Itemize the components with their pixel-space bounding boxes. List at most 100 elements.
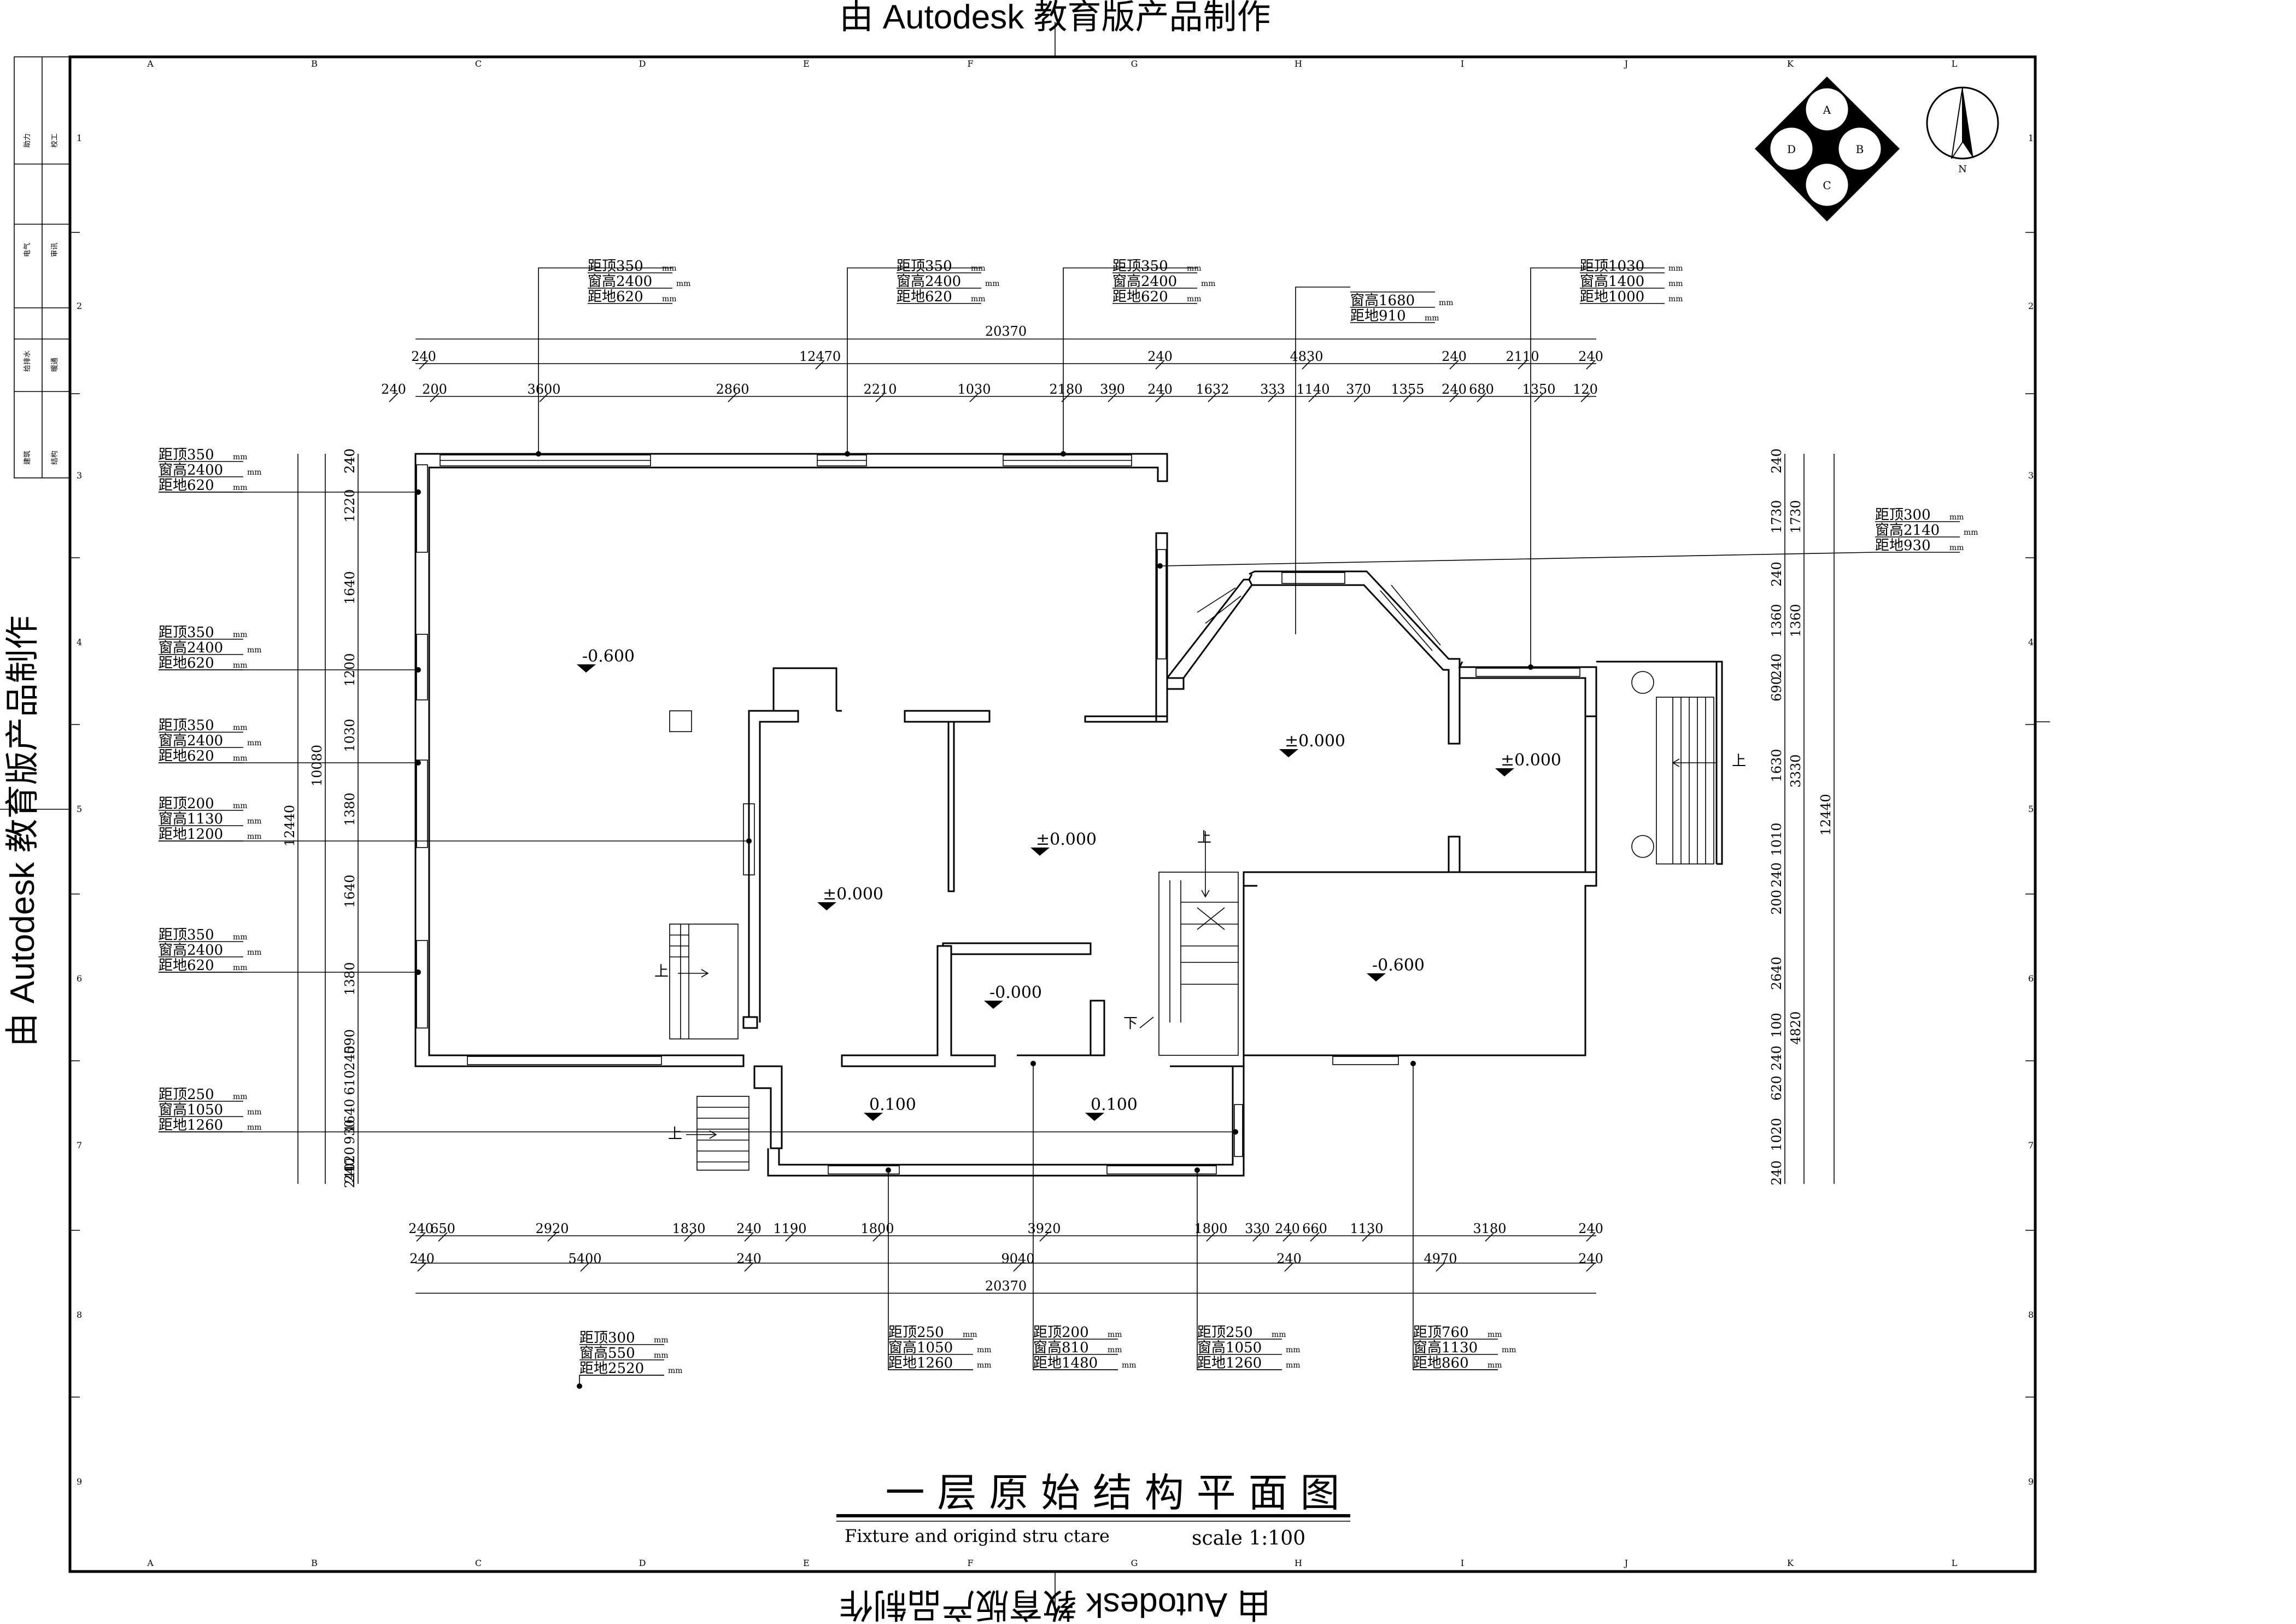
grid-letter: L	[1952, 1558, 1958, 1568]
dimension-label: 1350	[1522, 382, 1555, 397]
svg-text:mm: mm	[1668, 264, 1683, 273]
svg-text:mm: mm	[233, 802, 248, 810]
dimension-label: 1640	[342, 571, 358, 604]
north-arrow-icon: N	[1926, 86, 1999, 175]
svg-text:上: 上	[668, 1126, 682, 1142]
grid-letter: A	[147, 1558, 154, 1568]
svg-text:距地1480: 距地1480	[1033, 1355, 1098, 1371]
svg-text:mm: mm	[1949, 544, 1964, 552]
dimension-label: 240	[1442, 349, 1467, 364]
dimension-label: 240	[342, 1158, 358, 1183]
grid-letter: G	[1131, 59, 1138, 69]
svg-text:窗高1400: 窗高1400	[1580, 273, 1644, 290]
dimension-label: 690	[1769, 676, 1784, 702]
dimension-label: 240	[1578, 1251, 1603, 1266]
svg-text:mm: mm	[1201, 279, 1216, 288]
walls	[414, 453, 1723, 1177]
dimension-label: 1630	[1769, 749, 1784, 782]
dimension-label: 1830	[672, 1221, 705, 1236]
svg-text:mm: mm	[1108, 1346, 1122, 1354]
svg-text:mm: mm	[247, 948, 262, 957]
svg-text:上: 上	[1197, 829, 1211, 846]
grid-letter: L	[1952, 59, 1958, 69]
svg-text:mm: mm	[1668, 279, 1683, 288]
svg-text:上: 上	[654, 963, 669, 980]
svg-text:B: B	[1856, 143, 1864, 156]
dimension-label: 240	[1147, 382, 1173, 397]
grid-letter: F	[967, 59, 973, 69]
grid-letter: K	[1787, 59, 1794, 69]
dimension-label: 240	[381, 382, 406, 397]
grid-letter: J	[1624, 1558, 1628, 1568]
svg-text:C: C	[1823, 179, 1831, 192]
svg-text:距地1260: 距地1260	[159, 1117, 223, 1134]
svg-text:距顶250: 距顶250	[159, 1086, 214, 1103]
key-plan-icon: A B C D	[1755, 77, 1900, 221]
svg-text:窗高550: 窗高550	[579, 1345, 635, 1362]
svg-text:窗高2400: 窗高2400	[897, 273, 961, 290]
grid-letter: D	[639, 59, 646, 69]
dimension-label: 1140	[1296, 382, 1329, 397]
svg-text:窗高2400: 窗高2400	[159, 942, 223, 959]
dimension-label: 1010	[1769, 822, 1784, 856]
dimension-label: 100	[1769, 1013, 1784, 1038]
svg-text:给排水: 给排水	[24, 350, 32, 372]
grid-letter: H	[1295, 59, 1302, 69]
svg-text:距顶300: 距顶300	[1875, 507, 1931, 523]
grid-letter: G	[1131, 1558, 1138, 1568]
dimension-label: 20370	[985, 1278, 1027, 1294]
svg-text:mm: mm	[662, 295, 677, 303]
svg-text:窗高2140: 窗高2140	[1875, 522, 1940, 539]
svg-text:mm: mm	[1187, 295, 1202, 303]
svg-text:距地2520: 距地2520	[579, 1360, 644, 1377]
svg-text:mm: mm	[654, 1351, 669, 1360]
dimension-label: 3600	[527, 382, 560, 397]
grid-letter: F	[967, 1558, 973, 1568]
dimension-label: 20370	[985, 324, 1027, 339]
svg-text:距顶350: 距顶350	[159, 927, 214, 943]
level-mark: ±0.000	[1036, 830, 1097, 849]
grid-number: 6	[2028, 973, 2034, 984]
grid-number: 2	[2028, 301, 2034, 311]
dimension-label: 240	[1276, 1251, 1302, 1266]
dimension-label: 590	[342, 1029, 358, 1054]
dimension-label: 240	[408, 1221, 434, 1236]
dimension-label: 2920	[535, 1221, 569, 1236]
dimension-label: 680	[1469, 382, 1494, 397]
svg-text:距顶350: 距顶350	[159, 447, 214, 463]
dimension-label: 240	[1147, 349, 1173, 364]
grid-number: 3	[2028, 470, 2034, 481]
svg-text:mm: mm	[963, 1330, 977, 1339]
dimension-label: 240	[1769, 653, 1784, 679]
svg-text:mm: mm	[1425, 314, 1439, 323]
dimension-label: 1380	[342, 962, 358, 995]
svg-text:距顶350: 距顶350	[588, 258, 643, 274]
svg-text:助力: 助力	[24, 133, 32, 148]
grid-number: 8	[77, 1310, 82, 1320]
dimension-label: 2860	[716, 382, 749, 397]
dimension-label: 1632	[1196, 382, 1229, 397]
dimension-label: 200	[1769, 890, 1784, 915]
svg-text:窗高1050: 窗高1050	[159, 1102, 223, 1118]
dimension-label: 1220	[342, 489, 358, 522]
dimension-label: 4970	[1424, 1251, 1457, 1266]
svg-text:D: D	[1787, 143, 1796, 156]
dimension-label: 1360	[1788, 604, 1803, 637]
svg-text:距顶250: 距顶250	[1197, 1324, 1253, 1341]
dimension-label: 3330	[1788, 754, 1803, 787]
dimension-label: 370	[1346, 382, 1371, 397]
dimension-label: 1355	[1391, 382, 1424, 397]
svg-text:mm: mm	[233, 453, 248, 462]
svg-text:电气: 电气	[23, 243, 32, 257]
dimension-label: 610	[342, 1070, 358, 1095]
svg-text:距地1260: 距地1260	[1197, 1355, 1262, 1371]
svg-text:距顶350: 距顶350	[159, 717, 214, 734]
